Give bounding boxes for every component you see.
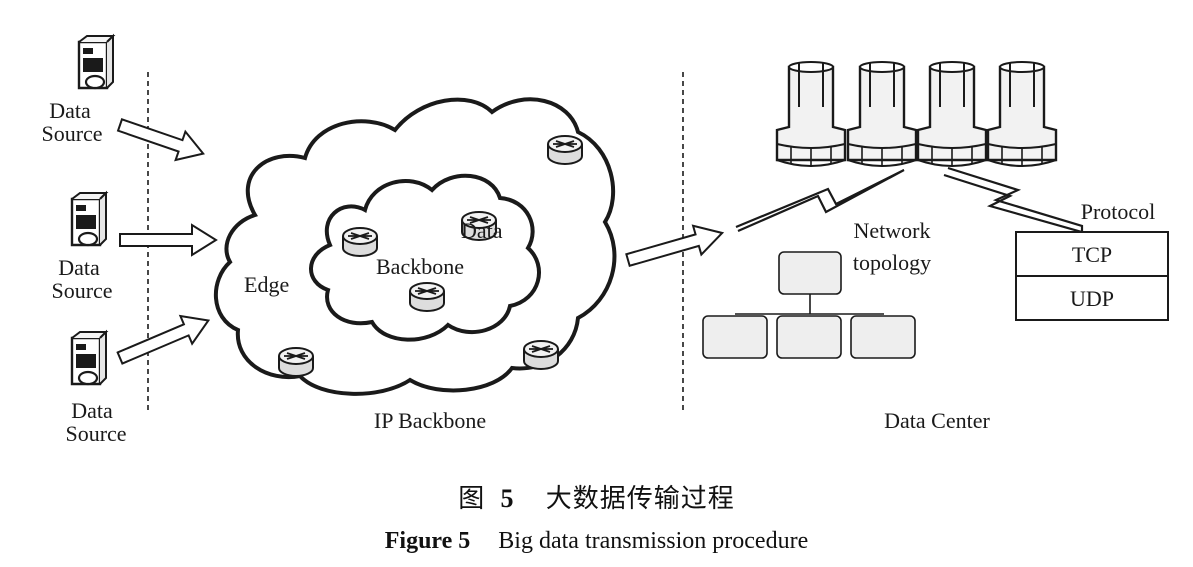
figure-caption-zh: 图 5 大数据传输过程 — [0, 478, 1193, 515]
edge-label: Edge — [244, 272, 289, 297]
network-topology-label: topology — [853, 250, 931, 275]
data-center-servers — [775, 60, 1058, 169]
tower-server-icon — [986, 60, 1058, 169]
caption-en-title: Big data transmission procedure — [498, 528, 809, 554]
protocol-tcp: TCP — [1072, 242, 1112, 267]
source-label-line1: Data — [49, 98, 91, 123]
network-topology-label: Network — [854, 218, 931, 243]
source-label-line2: Source — [65, 421, 126, 446]
caption-zh-title: 大数据传输过程 — [545, 484, 735, 514]
server-icon — [77, 34, 115, 90]
server-icon — [70, 191, 108, 247]
link-to-protocol — [943, 166, 1084, 234]
topology-node — [702, 315, 768, 359]
caption-zh-prefix: 图 — [458, 484, 486, 514]
data-source-2: Data Source — [51, 191, 113, 303]
backbone-label: Backbone — [376, 254, 464, 279]
protocol-stack: TCP UDP — [1015, 231, 1169, 321]
arrow-right-icon — [119, 223, 218, 257]
protocol-udp: UDP — [1070, 286, 1114, 311]
caption-zh-number: 5 — [500, 484, 515, 513]
router-icon — [523, 340, 559, 370]
figure-caption-en: Figure 5 Big data transmission procedure — [0, 528, 1193, 555]
tower-server-icon — [775, 60, 847, 169]
arrow-right-icon — [116, 314, 211, 365]
caption-en-prefix: Figure 5 — [384, 528, 471, 554]
arrow-right-icon — [625, 224, 725, 268]
source-label-line2: Source — [51, 278, 112, 303]
topology-tree — [702, 251, 916, 359]
source-arrows — [116, 118, 725, 365]
data-source-1: Data Source — [41, 34, 115, 146]
data-center-label: Data Center — [884, 408, 990, 433]
source-label-line1: Data — [71, 398, 113, 423]
arrow-right-icon — [116, 118, 205, 162]
server-icon — [70, 330, 108, 386]
topology-node — [850, 315, 916, 359]
topology-node — [776, 315, 842, 359]
router-icon — [547, 135, 583, 165]
link-to-topology — [735, 169, 905, 233]
protocol-label: Protocol — [1081, 199, 1156, 224]
topology-node — [778, 251, 842, 295]
data-label: Data — [461, 218, 503, 243]
router-icon — [278, 347, 314, 377]
router-icon — [409, 282, 445, 312]
tower-server-icon — [846, 60, 918, 169]
tower-server-icon — [916, 60, 988, 169]
source-label-line1: Data — [58, 255, 100, 280]
router-icon — [342, 227, 378, 257]
transmission-diagram: Data Source Data Source Data Source Edge… — [41, 34, 1169, 446]
data-source-3: Data Source — [65, 330, 127, 446]
ip-backbone-label: IP Backbone — [374, 408, 486, 433]
source-label-line2: Source — [41, 121, 102, 146]
